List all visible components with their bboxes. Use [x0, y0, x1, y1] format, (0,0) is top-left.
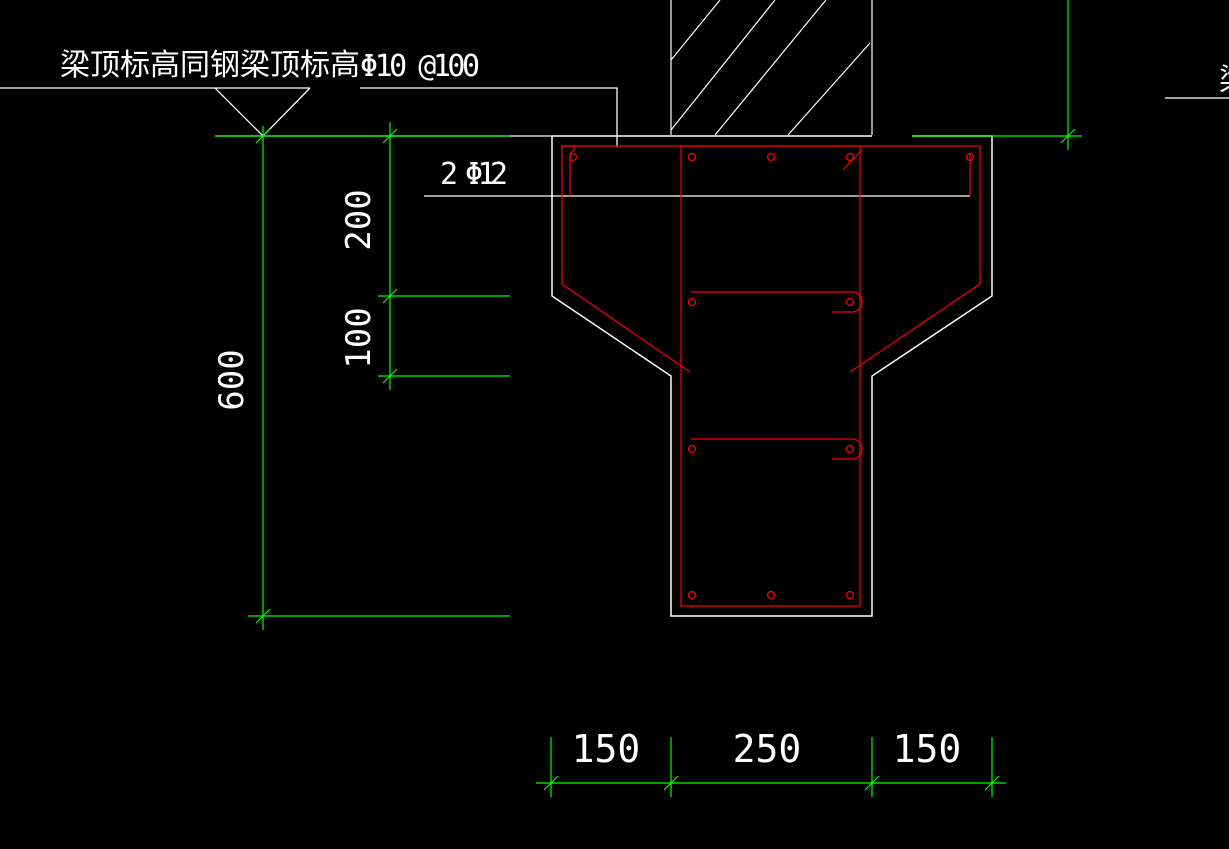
dim-250: 250: [733, 727, 802, 771]
rebar-dot: [766, 152, 776, 162]
dim-150-left: 150: [572, 727, 641, 771]
dim-600: 600: [212, 349, 252, 410]
dim-100: 100: [339, 307, 379, 368]
dimension-lines: [215, 0, 1082, 797]
steel-column-hatch: [670, 0, 873, 136]
elevation-marker: [0, 87, 552, 137]
rebar-dot: [687, 590, 697, 600]
rebar-dot: [845, 152, 855, 162]
dim-200: 200: [339, 189, 379, 250]
beam-outline: [551, 135, 993, 617]
elevation-note: 梁顶标高同钢梁顶标高: [60, 48, 360, 83]
tie-hook-2: [832, 438, 863, 460]
rebar-dot: [687, 444, 697, 454]
tie-hook-1: [832, 291, 863, 313]
rebar-dot: [687, 152, 697, 162]
top-bar-label: 2 Φ12: [440, 157, 508, 192]
rebar-dot: [845, 297, 855, 307]
rebar-dot: [687, 297, 697, 307]
top-flange-stirrup: [562, 145, 981, 373]
stirrup-leader: [360, 87, 618, 147]
rebar-dots: [568, 152, 975, 600]
rebar-dot: [965, 152, 975, 162]
left-flange-bar: [561, 145, 691, 373]
dim-150-right: 150: [893, 727, 962, 771]
web-stirrup: [680, 145, 861, 607]
partial-text: 梁: [1219, 63, 1229, 98]
rebar-dot: [845, 444, 855, 454]
rebar-dot: [766, 590, 776, 600]
stirrup-label: Φ10 @100: [360, 49, 480, 84]
rebar-dot: [845, 590, 855, 600]
rebar-cage: [561, 145, 981, 607]
rebar-dot: [568, 152, 578, 162]
